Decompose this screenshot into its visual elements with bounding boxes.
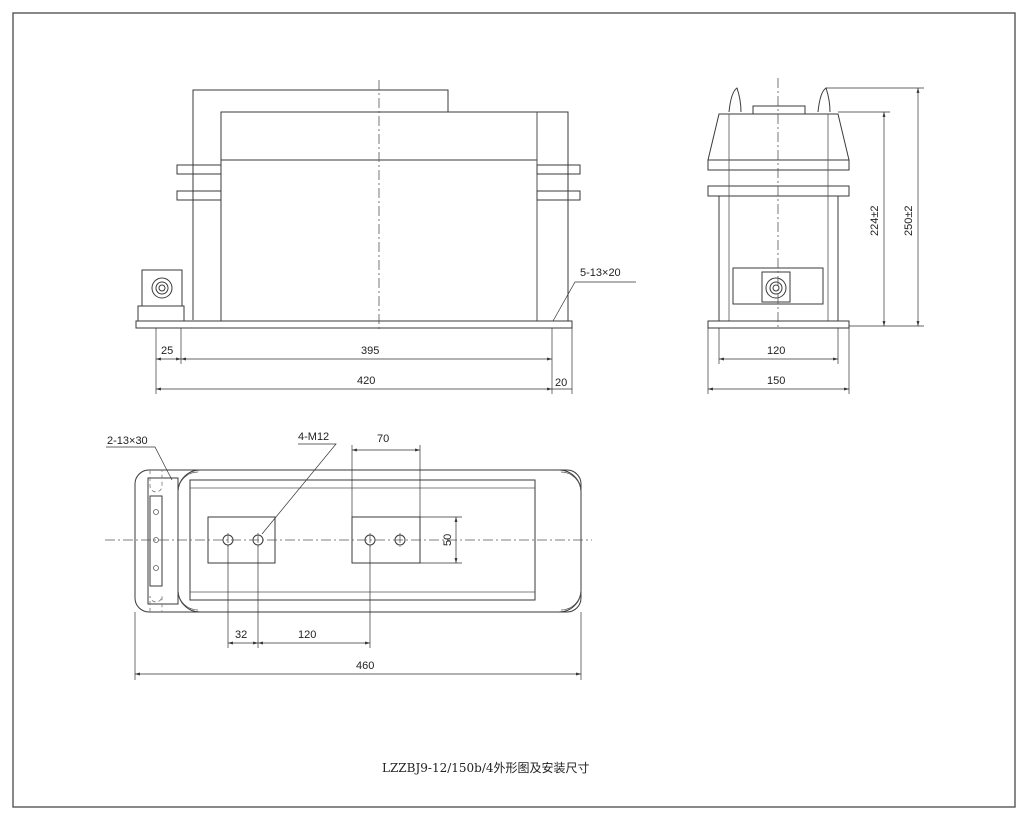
side-dim-250: 250±2: [903, 205, 915, 236]
top-dim-50: 50: [442, 534, 454, 546]
top-bolt-callout: 4-M12: [298, 431, 329, 443]
front-slot-callout: 5-13×20: [580, 267, 621, 279]
top-mount-callout: 2-13×30: [107, 435, 148, 447]
top-dim-32: 32: [235, 629, 247, 641]
top-dim-70: 70: [377, 433, 389, 445]
top-view: 2-13×30 4-M12 70 50 32 120 460: [105, 431, 592, 680]
front-dim-25: 25: [161, 345, 173, 357]
side-view: 224±2 250±2 120 150: [707, 78, 924, 394]
side-dim-150: 150: [767, 375, 785, 387]
top-dim-120: 120: [298, 629, 316, 641]
side-dim-120: 120: [767, 345, 785, 357]
front-dim-395: 395: [361, 345, 379, 357]
side-dim-224: 224±2: [869, 205, 881, 236]
drawing-caption: LZZBJ9-12/150b/4外形图及安装尺寸: [382, 760, 590, 775]
front-dim-20: 20: [555, 377, 567, 389]
front-dim-420: 420: [357, 375, 375, 387]
front-view: 5-13×20 25 395 420 20: [135, 80, 636, 394]
drawing-frame: [12, 12, 1016, 808]
top-dim-460: 460: [356, 660, 374, 672]
